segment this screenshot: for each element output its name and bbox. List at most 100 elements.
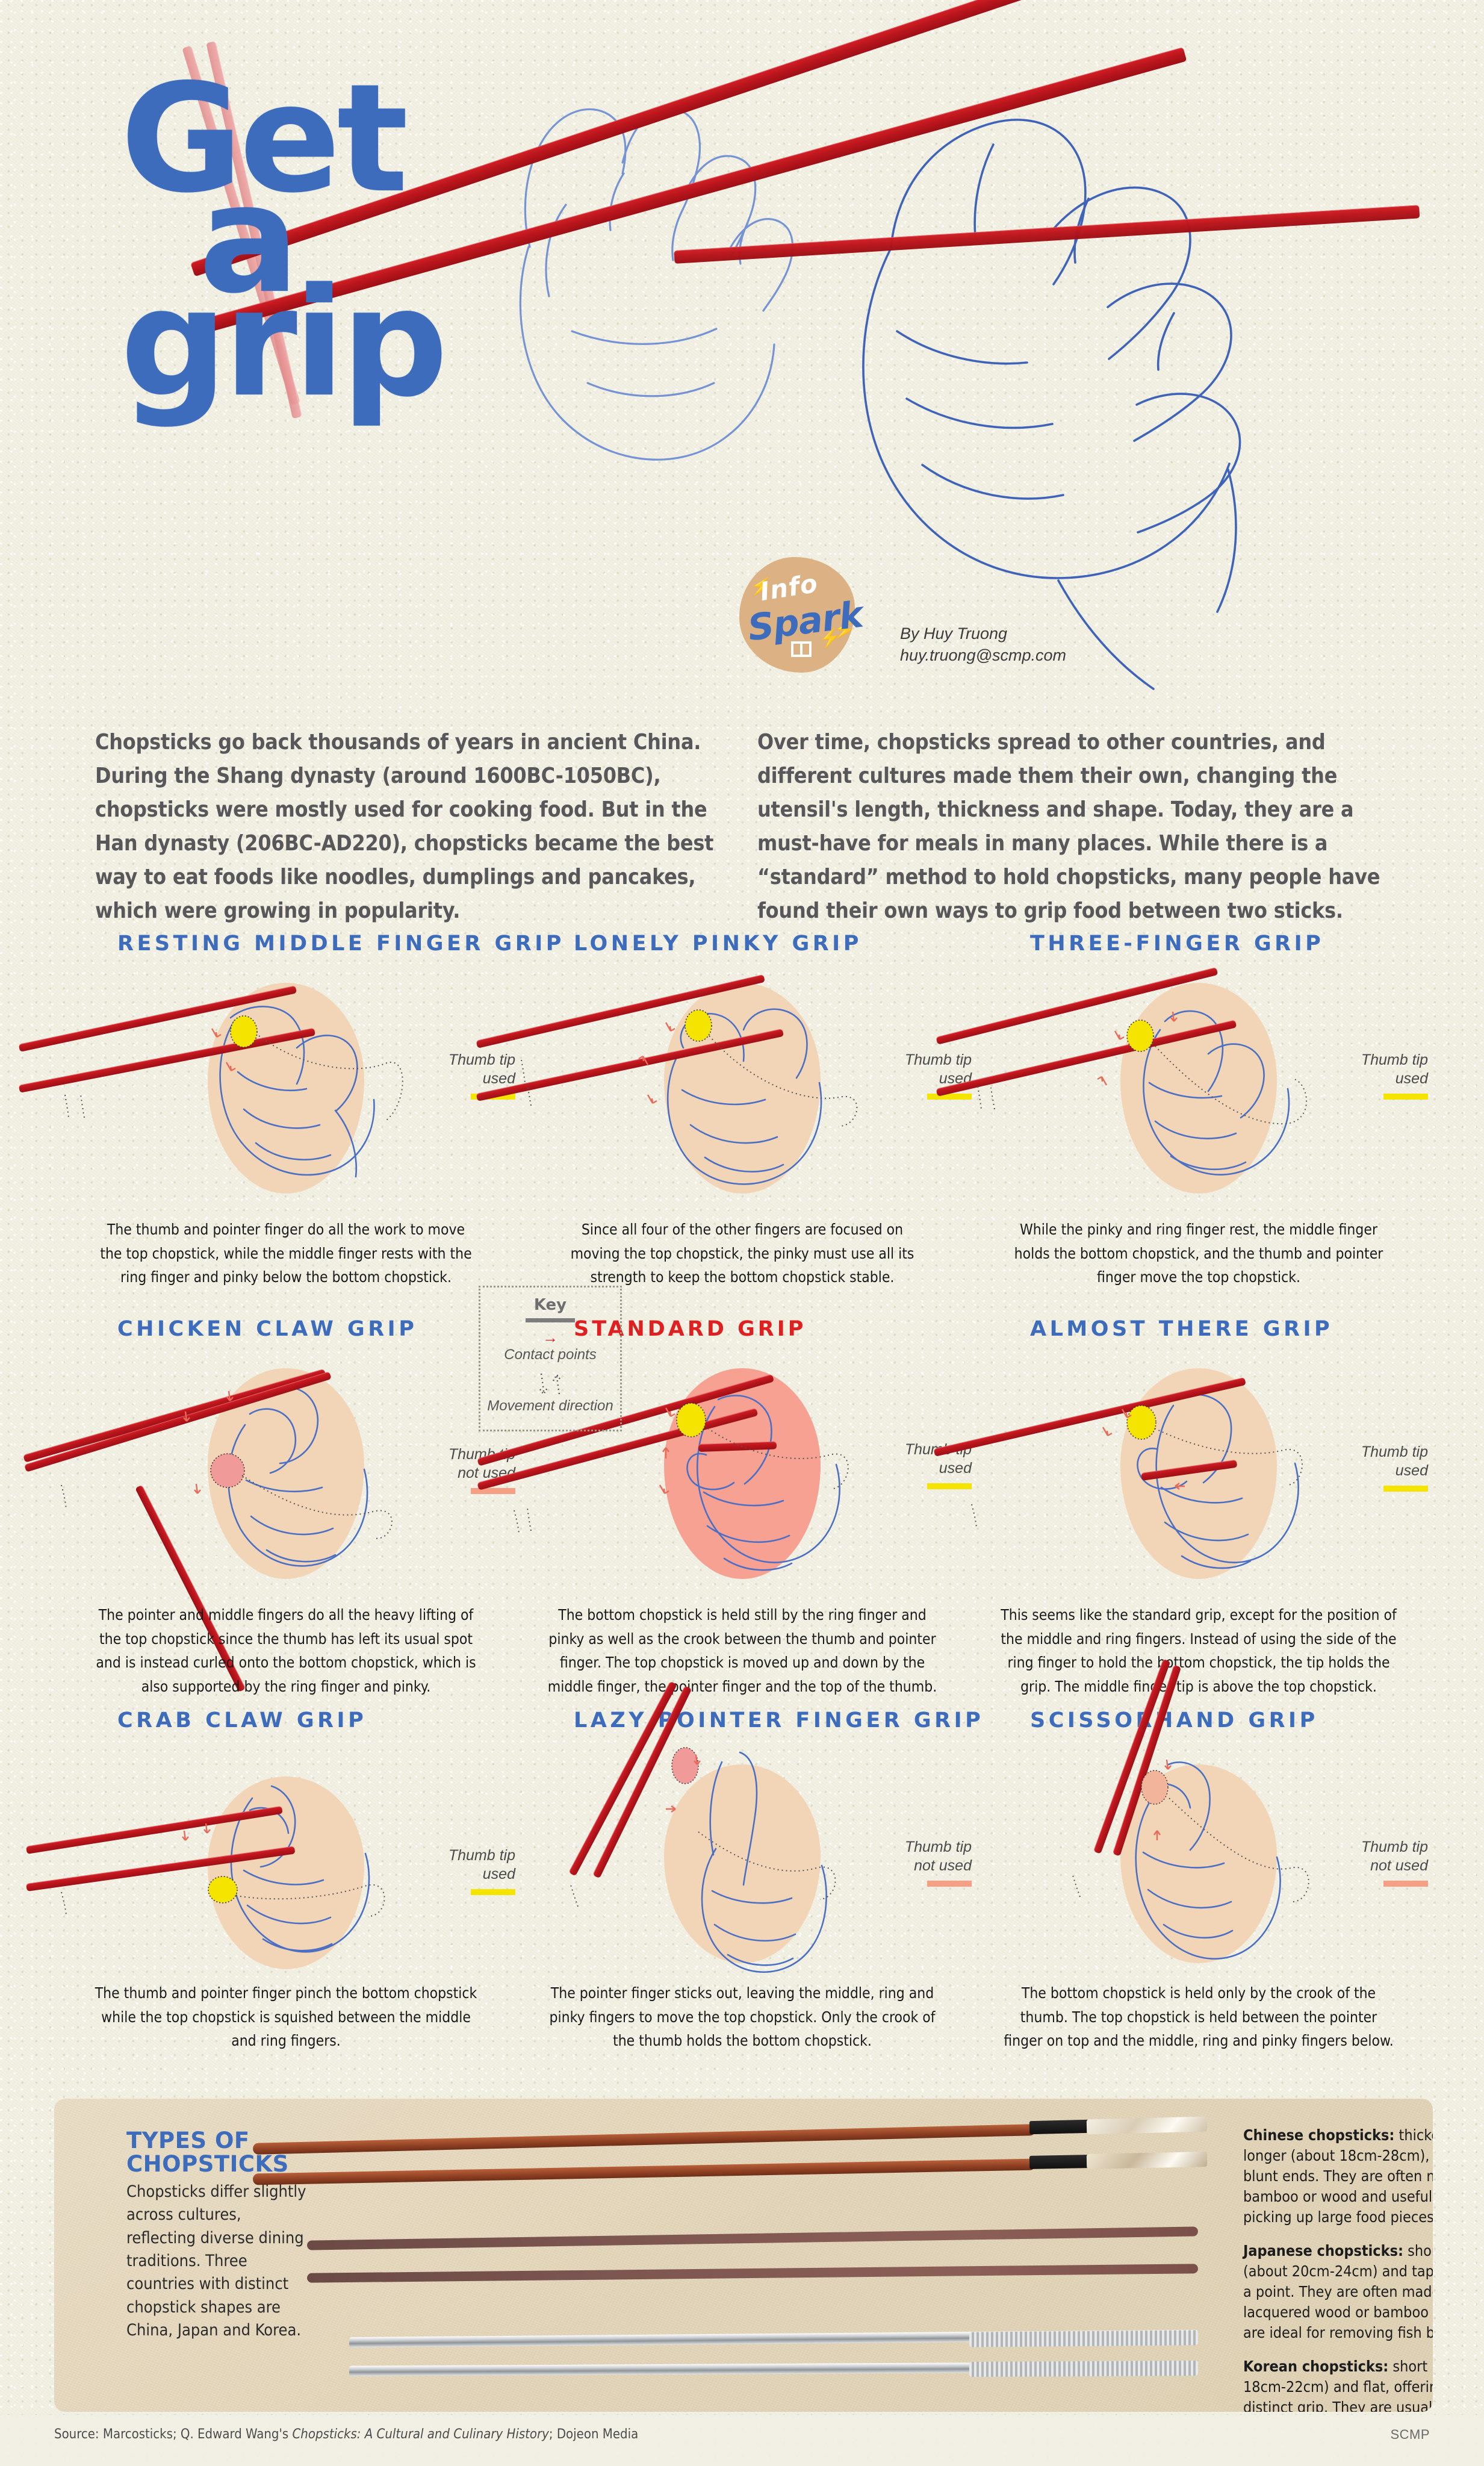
chopstick-japanese-2 — [306, 2264, 1199, 2283]
chopstick-korean-1-pattern — [969, 2330, 1199, 2347]
grip-caption: The bottom chopstick is held only by the… — [1004, 1984, 1394, 2050]
types-heading-line2: CHOPSTICKS — [126, 2151, 289, 2178]
grip-card-three-finger: THREE-FINGER GRIP — [936, 932, 1436, 1331]
thumb-tip-bar — [1383, 1881, 1428, 1887]
annotation-arrows — [514, 1403, 849, 1534]
thumb-tip-label: Thumb tip used — [448, 1051, 515, 1087]
grip-caption: The pointer finger sticks out, leaving t… — [549, 1984, 936, 2050]
thumb-tip-label: Thumb tip not used — [1361, 1839, 1428, 1874]
grip-blob — [208, 1776, 364, 1969]
grip-title-arc: SCISSORHAND GRIP — [1030, 1708, 1367, 1842]
grip-title: CRAB CLAW GRIP — [117, 1708, 367, 1733]
thumb-tip-label: Thumb tip used — [1361, 1051, 1428, 1087]
grip-caption: The pointer and middle fingers do all th… — [96, 1606, 476, 1696]
thumb-tip-label: Thumb tip used — [1361, 1443, 1428, 1479]
chopstick-chinese-1-handle — [1086, 2116, 1208, 2135]
grip-title-arc: STANDARD GRIP — [574, 1317, 911, 1450]
annotation-arrows — [64, 1015, 403, 1121]
chopstick-chinese-1 — [252, 2124, 1036, 2155]
types-heading: TYPES OF CHOPSTICKS — [126, 2129, 307, 2176]
hands-sketch — [519, 108, 1241, 690]
types-of-chopsticks-panel: TYPES OF CHOPSTICKS Chopsticks differ sl… — [54, 2099, 1433, 2412]
chopstick-chinese-2-band — [1029, 2155, 1090, 2169]
types-entry-text: thicker and longer (about 18cm-28cm), wi… — [1243, 2126, 1433, 2226]
grip-illustration: CHICKEN CLAW GRIP — [23, 1317, 524, 1693]
scmp-logo: SCMP — [1390, 2427, 1430, 2442]
grip-title: LAZY POINTER FINGER GRIP — [574, 1708, 984, 1733]
grip-caption: The thumb and pointer finger do all the … — [100, 1221, 472, 1286]
thumb-tip-note: Thumb tip not used — [1351, 1838, 1428, 1887]
thumb-tip-note: Thumb tip not used — [895, 1838, 972, 1887]
grip-illustration: THREE-FINGER GRIP — [936, 932, 1436, 1210]
annotation-arrows — [570, 1747, 836, 1907]
grip-row-1: RESTING MIDDLE FINGER GRIP — [0, 932, 1484, 1431]
chopstick-chinese-1-band — [1029, 2119, 1090, 2135]
legend-key: Key → Contact points Movement direction — [479, 1286, 622, 1431]
thumb-tip-bar — [927, 1094, 972, 1100]
thumb-tip-bar — [1383, 1486, 1428, 1492]
chopstick-korean-2-pattern — [969, 2361, 1199, 2377]
intro-paragraph-right: Over time, chopsticks spread to other co… — [757, 730, 1380, 924]
grip-title: CHICKEN CLAW GRIP — [117, 1317, 417, 1341]
types-entry-label: Chinese chopsticks: — [1243, 2126, 1395, 2144]
grip-caption: The bottom chopstick is held still by th… — [547, 1606, 937, 1696]
thumb-tip-bar — [927, 1881, 972, 1887]
grip-card-lonely-pinky: LONELY PINKY GRIP — [476, 932, 980, 1331]
grip-title: LONELY PINKY GRIP — [574, 932, 862, 956]
grip-card-standard: STANDARD GRIP — [477, 1317, 980, 1722]
grip-caption: While the pinky and ring finger rest, th… — [1014, 1221, 1383, 1286]
title-line-2: a — [199, 153, 299, 327]
header: Get a grip ⚡ ⚡ ⚡ Info Spark By Huy Truon… — [0, 0, 1484, 699]
grip-title: RESTING MIDDLE FINGER GRIP — [117, 932, 565, 956]
grip-title-arc: LAZY POINTER FINGER GRIP — [574, 1708, 981, 1842]
thumb-tip-label: Thumb tip used — [448, 1847, 515, 1882]
grip-illustration: LONELY PINKY GRIP — [476, 932, 980, 1210]
grip-card-scissorhand: SCISSORHAND GRIP — [961, 1658, 1436, 2084]
source-pre: Source: Marcosticks; Q. Edward Wang's — [54, 2427, 293, 2442]
types-entry-label: Japanese chopsticks: — [1243, 2242, 1403, 2259]
grip-title-arc: LONELY PINKY GRIP — [574, 932, 911, 1065]
chopstick-chinese-2 — [252, 2158, 1036, 2185]
grip-title-arc: ALMOST THERE GRIP — [1030, 1317, 1367, 1450]
types-entry-text: shorter (about 20cm-24cm) and tapered to… — [1243, 2242, 1433, 2341]
grip-illustration: ALMOST THERE GRIP — [933, 1317, 1436, 1596]
grip-illustration: CRAB CLAW GRIP — [25, 1708, 524, 1987]
legend-contact-label: Contact points — [504, 1347, 597, 1363]
hand-sketch — [701, 1751, 827, 1973]
grip-card-almost-there: ALMOST THERE GRIP — [933, 1317, 1436, 1722]
types-entry-chinese: Chinese chopsticks: thicker and longer (… — [1243, 2125, 1433, 2228]
grip-card-resting-middle-finger: RESTING MIDDLE FINGER GRIP — [18, 932, 561, 1331]
info-spark-badge: ⚡ ⚡ ⚡ Info Spark — [739, 557, 865, 673]
page-title: Get a grip — [120, 52, 448, 418]
grip-caption: The thumb and pointer finger pinch the b… — [95, 1984, 477, 2050]
movement-direction-icon — [480, 1372, 620, 1396]
grip-illustration: RESTING MIDDLE FINGER GRIP — [18, 932, 561, 1210]
grip-title-arc: THREE-FINGER GRIP — [1030, 932, 1367, 1065]
title-line-1: Get — [120, 52, 408, 226]
grip-blob — [664, 1764, 821, 1963]
chopstick-chinese-2-handle — [1086, 2152, 1208, 2169]
types-entry-korean: Korean chopsticks: short (about 18cm-22c… — [1243, 2356, 1433, 2412]
grip-grid: RESTING MIDDLE FINGER GRIP — [0, 932, 1484, 2084]
grip-illustration: LAZY POINTER FINGER GRIP — [504, 1681, 981, 1987]
source-title: Chopsticks: A Cultural and Culinary Hist… — [292, 2427, 549, 2442]
thumb-tip-note: Thumb tip used — [438, 1846, 515, 1895]
hand-sketch — [219, 1006, 375, 1178]
thumb-tip-bar — [471, 1889, 515, 1895]
source-post: ; Dojeon Media — [548, 2427, 639, 2442]
legend-title: Key — [533, 1296, 567, 1314]
legend-movement-label: Movement direction — [487, 1397, 613, 1414]
annotation-arrows — [61, 1823, 385, 1917]
intro-paragraph-left: Chopsticks go back thousands of years in… — [95, 730, 714, 924]
contact-point-arrow-icon: → — [542, 1328, 558, 1347]
thumb-tip-bar — [927, 1483, 972, 1489]
grip-title-arc: CRAB CLAW GRIP — [117, 1708, 455, 1842]
badge-blob — [739, 557, 855, 673]
grip-title-arc: RESTING MIDDLE FINGER GRIP — [117, 932, 561, 1065]
grip-blob — [1120, 983, 1277, 1194]
thumb-tip-label: Thumb tip not used — [904, 1839, 972, 1874]
byline-author: By Huy Truong — [900, 624, 1008, 643]
byline: By Huy Truong huy.truong@scmp.com — [900, 623, 1066, 667]
grip-title: SCISSORHAND GRIP — [1030, 1708, 1318, 1733]
